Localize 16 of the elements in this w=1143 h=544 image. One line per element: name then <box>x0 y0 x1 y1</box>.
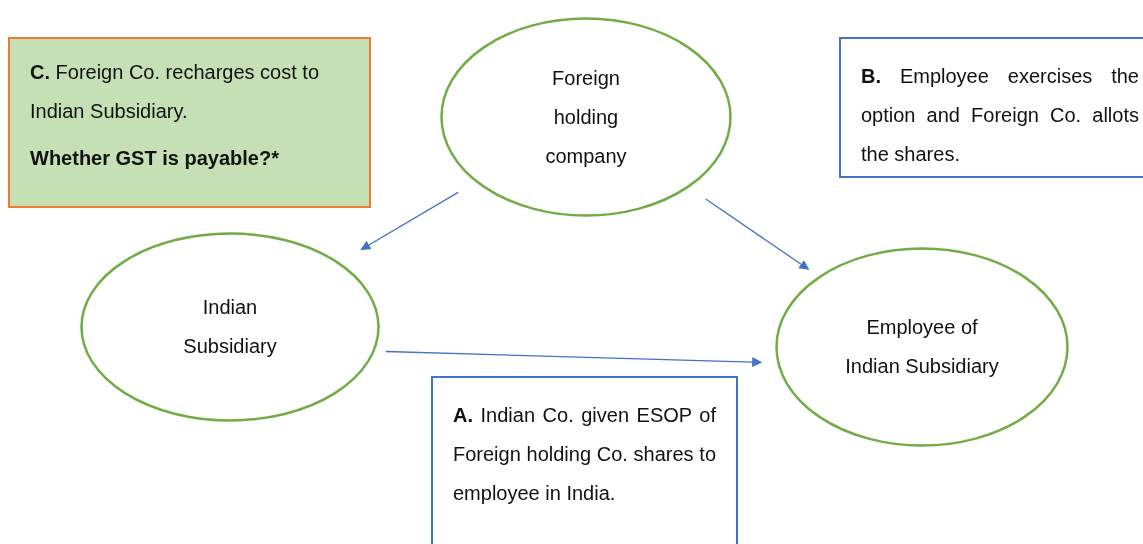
node-text: B. Employee exercises the option and Foreign Co. allots the shares. <box>861 64 1139 167</box>
note-box <box>431 376 738 544</box>
node-text: C. Foreign Co. recharges cost to Indian Subsidiary. <box>30 60 320 124</box>
node-text: Employee of Indian Subsidiary <box>845 315 999 379</box>
node-text: Foreign holding company <box>544 65 628 169</box>
arrow <box>705 198 810 270</box>
note-box <box>839 37 1143 178</box>
note-box <box>8 37 371 208</box>
question-text: Whether GST is payable?* <box>30 146 280 171</box>
arrow <box>360 191 459 251</box>
node-text: A. Indian Co. given ESOP of Foreign holding Co. shares to employee in India. <box>453 403 716 506</box>
ellipse-node <box>80 232 380 422</box>
arrow <box>385 350 763 368</box>
ellipse-node <box>440 17 732 217</box>
node-text: Indian Subsidiary <box>182 295 278 359</box>
ellipse-node <box>775 247 1069 447</box>
